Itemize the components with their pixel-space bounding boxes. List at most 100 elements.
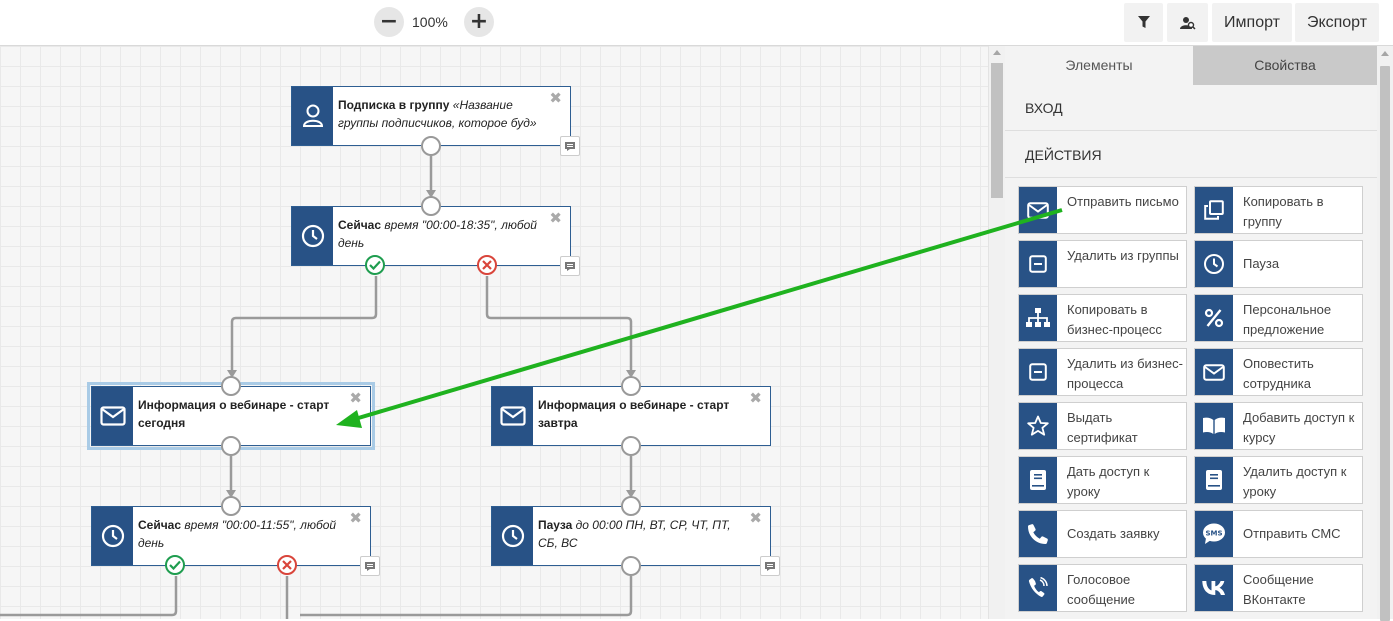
node-detail: до 00:00 ПН, ВТ, СР, ЧТ, ПТ, СБ, ВС xyxy=(538,518,731,550)
vk-icon xyxy=(1195,565,1233,611)
book-icon xyxy=(1195,457,1233,503)
node-detail: «Название группы подписчиков, которое бу… xyxy=(338,98,537,130)
comment-icon[interactable] xyxy=(360,556,380,576)
envelope-icon xyxy=(492,387,533,445)
yes-port[interactable] xyxy=(365,255,385,275)
close-icon[interactable]: ✖ xyxy=(349,509,362,527)
comment-icon[interactable] xyxy=(560,136,580,156)
tab-properties[interactable]: Свойства xyxy=(1193,46,1377,85)
svg-text:SMS: SMS xyxy=(1205,530,1222,538)
item-label: Сообщение ВКонтакте xyxy=(1243,572,1314,607)
item-copy-to-group[interactable]: Копировать в группу xyxy=(1194,186,1363,234)
item-remove-from-group[interactable]: Удалить из группы xyxy=(1018,240,1187,288)
user-search-icon xyxy=(1179,16,1196,30)
tab-elements[interactable]: Элементы xyxy=(1005,46,1193,85)
sitemap-icon xyxy=(1019,295,1057,341)
top-toolbar: − 100% + Импорт Экспорт xyxy=(0,0,1393,46)
copy-icon xyxy=(1195,187,1233,233)
item-label: Копировать в группу xyxy=(1243,194,1324,229)
item-label: Голосовое сообщение xyxy=(1067,572,1136,607)
cross-icon xyxy=(482,260,492,270)
item-label: Добавить доступ к курсу xyxy=(1243,410,1355,445)
phone-volume-icon xyxy=(1019,565,1057,611)
output-port[interactable] xyxy=(621,556,641,576)
scrollbar-thumb[interactable] xyxy=(991,63,1003,198)
check-icon xyxy=(169,560,181,570)
sms-icon: SMS xyxy=(1195,511,1233,557)
close-icon[interactable]: ✖ xyxy=(749,509,762,527)
item-voice-message[interactable]: Голосовое сообщение xyxy=(1018,564,1187,612)
item-label: Удалить доступ к уроку xyxy=(1243,464,1347,499)
item-add-course-access[interactable]: Добавить доступ к курсу xyxy=(1194,402,1363,450)
book-icon xyxy=(1019,457,1057,503)
item-issue-certificate[interactable]: Выдать сертификат xyxy=(1018,402,1187,450)
node-detail: время "00:00-11:55", любой день xyxy=(138,518,337,550)
item-label: Выдать сертификат xyxy=(1067,410,1138,445)
section-actions[interactable]: ДЕЙСТВИЯ xyxy=(1005,132,1377,178)
input-port[interactable] xyxy=(221,376,241,396)
item-create-request[interactable]: Создать заявку xyxy=(1018,510,1187,558)
item-personal-offer[interactable]: Персональное предложение xyxy=(1194,294,1363,342)
flow-canvas[interactable]: Подписка в группу «Название группы подпи… xyxy=(0,46,988,619)
item-label: Персональное предложение xyxy=(1243,302,1332,337)
output-port[interactable] xyxy=(421,136,441,156)
envelope-icon xyxy=(92,387,133,445)
cross-icon xyxy=(282,560,292,570)
scrollbar-thumb[interactable] xyxy=(1380,66,1390,621)
filter-button[interactable] xyxy=(1124,3,1163,42)
section-entry[interactable]: ВХОД xyxy=(1005,85,1377,131)
comment-icon[interactable] xyxy=(760,556,780,576)
zoom-in-button[interactable]: + xyxy=(464,7,494,37)
close-icon[interactable]: ✖ xyxy=(549,209,562,227)
no-port[interactable] xyxy=(477,255,497,275)
export-button[interactable]: Экспорт xyxy=(1295,3,1379,42)
input-port[interactable] xyxy=(621,496,641,516)
node-title: Подписка в группу xyxy=(338,98,450,112)
clock-icon xyxy=(492,507,533,565)
node-title: Сейчас xyxy=(138,518,182,532)
item-send-email[interactable]: Отправить письмо xyxy=(1018,186,1187,234)
envelope-icon xyxy=(1019,187,1057,233)
scroll-up-icon[interactable] xyxy=(1381,51,1389,56)
flow-node-now-condition-2[interactable]: Сейчас время "00:00-11:55", любой день ✖ xyxy=(91,506,380,576)
item-label: Пауза xyxy=(1243,256,1280,271)
close-icon[interactable]: ✖ xyxy=(349,389,362,407)
canvas-scrollbar[interactable] xyxy=(988,46,1005,619)
node-title: Пауза xyxy=(538,518,573,532)
elements-panel: Элементы Свойства ВХОД ДЕЙСТВИЯ Отправит… xyxy=(1005,46,1377,619)
item-label: Копировать в бизнес-процесс xyxy=(1067,302,1162,337)
zoom-out-button[interactable]: − xyxy=(374,7,404,37)
yes-port[interactable] xyxy=(165,555,185,575)
item-give-lesson-access[interactable]: Дать доступ к уроку xyxy=(1018,456,1187,504)
close-icon[interactable]: ✖ xyxy=(549,89,562,107)
item-copy-to-business-process[interactable]: Копировать в бизнес-процесс xyxy=(1018,294,1187,342)
import-button[interactable]: Импорт xyxy=(1212,3,1292,42)
minus-square-icon xyxy=(1019,349,1057,395)
item-label: Оповестить сотрудника xyxy=(1243,356,1314,391)
input-port[interactable] xyxy=(221,496,241,516)
item-remove-lesson-access[interactable]: Удалить доступ к уроку xyxy=(1194,456,1363,504)
user-search-button[interactable] xyxy=(1167,3,1208,42)
item-vk-message[interactable]: Сообщение ВКонтакте xyxy=(1194,564,1363,612)
item-send-sms[interactable]: SMS Отправить СМС xyxy=(1194,510,1363,558)
output-port[interactable] xyxy=(221,436,241,456)
item-remove-from-business-process[interactable]: Удалить из бизнес-процесса xyxy=(1018,348,1187,396)
item-notify-employee[interactable]: Оповестить сотрудника xyxy=(1194,348,1363,396)
star-icon xyxy=(1019,403,1057,449)
close-icon[interactable]: ✖ xyxy=(749,389,762,407)
output-port[interactable] xyxy=(621,436,641,456)
percent-icon xyxy=(1195,295,1233,341)
item-label: Отправить СМС xyxy=(1243,526,1341,541)
scroll-up-icon[interactable] xyxy=(993,50,1001,55)
comment-icon[interactable] xyxy=(560,256,580,276)
input-port[interactable] xyxy=(621,376,641,396)
user-icon xyxy=(292,87,333,145)
minus-square-icon xyxy=(1019,241,1057,287)
panel-scrollbar[interactable] xyxy=(1377,46,1393,621)
input-port[interactable] xyxy=(421,196,441,216)
item-label: Дать доступ к уроку xyxy=(1067,464,1150,499)
item-label: Удалить из бизнес-процесса xyxy=(1067,356,1183,391)
book-open-icon xyxy=(1195,403,1233,449)
item-pause[interactable]: Пауза xyxy=(1194,240,1363,288)
no-port[interactable] xyxy=(277,555,297,575)
